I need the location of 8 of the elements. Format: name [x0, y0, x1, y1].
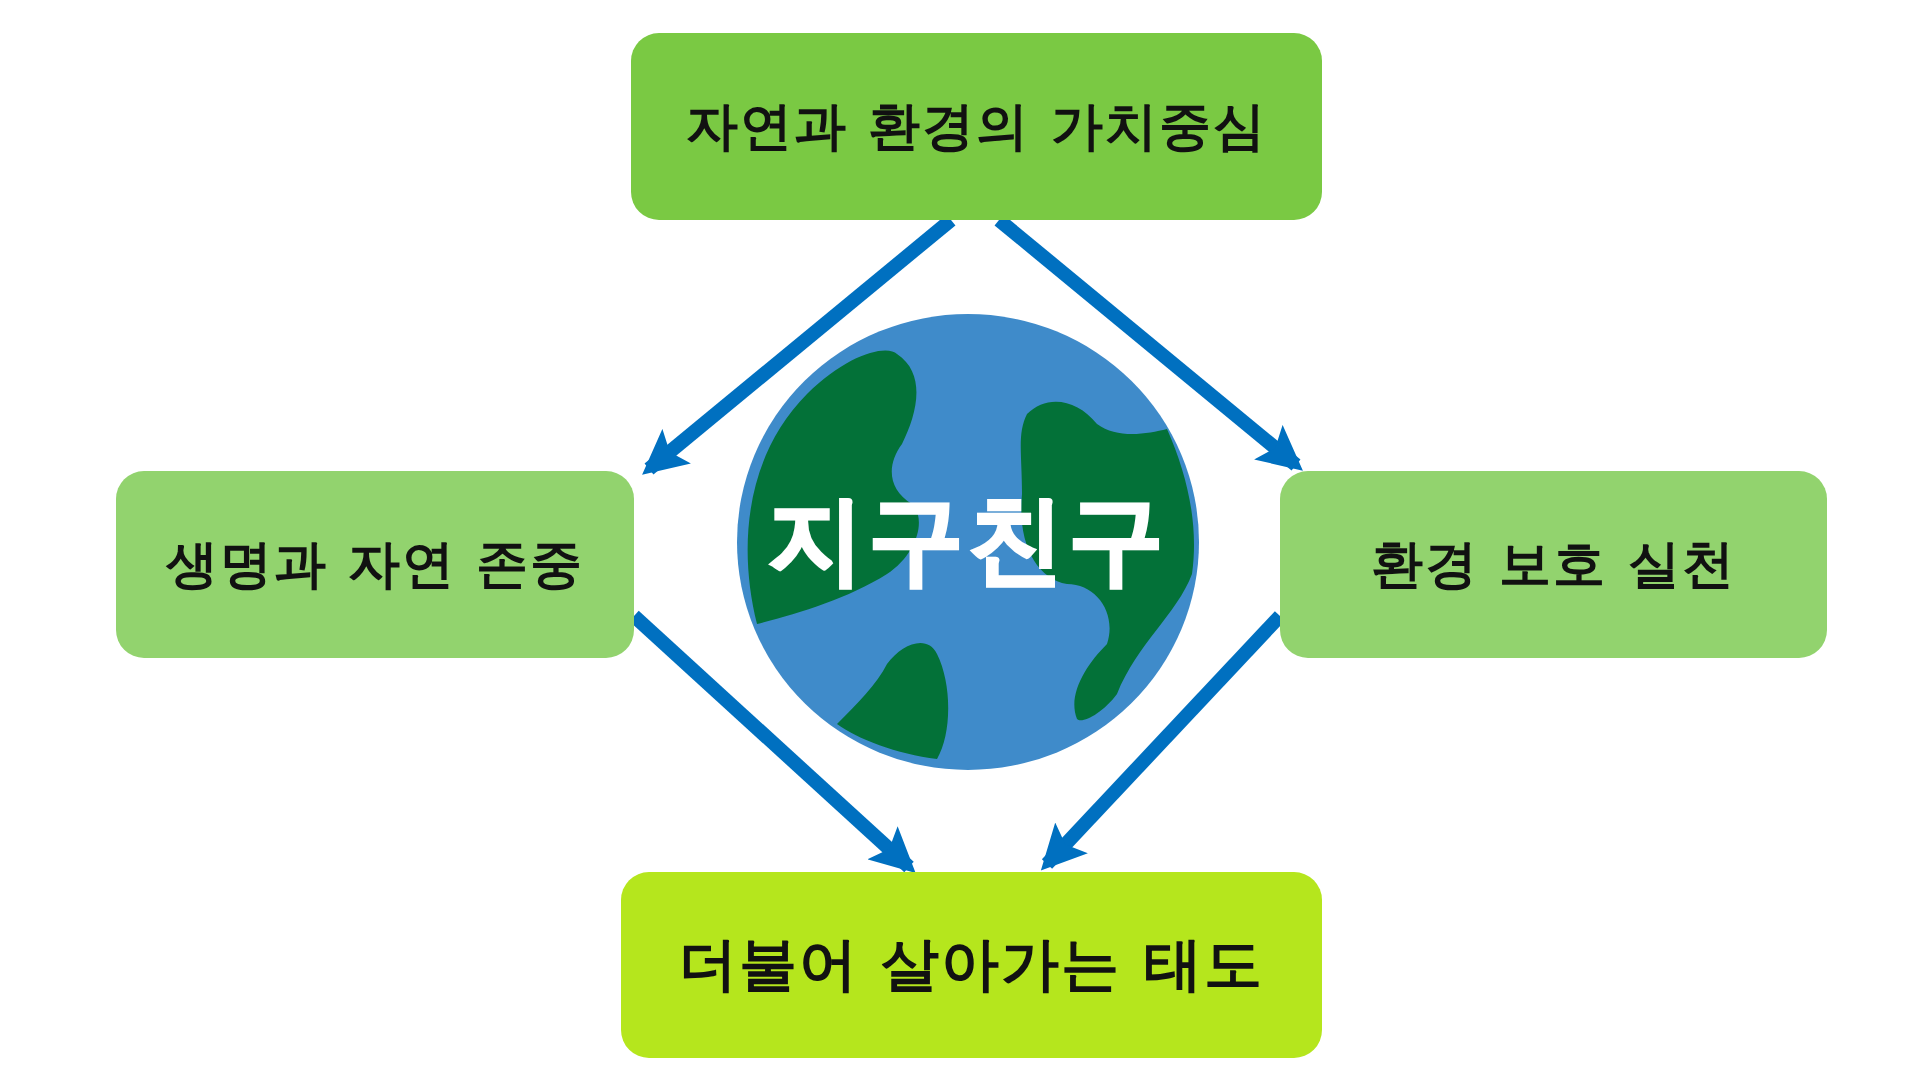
box-label: 생명과 자연 존중 [165, 532, 585, 596]
box-label: 자연과 환경의 가치중심 [686, 94, 1267, 158]
rounded-box [1280, 471, 1827, 658]
rounded-box [621, 872, 1322, 1058]
rounded-box [116, 471, 634, 658]
rounded-box [631, 33, 1322, 220]
box-label: 더불어 살아가는 태도 [679, 929, 1264, 1000]
box-label: 환경 보호 실천 [1371, 532, 1736, 596]
